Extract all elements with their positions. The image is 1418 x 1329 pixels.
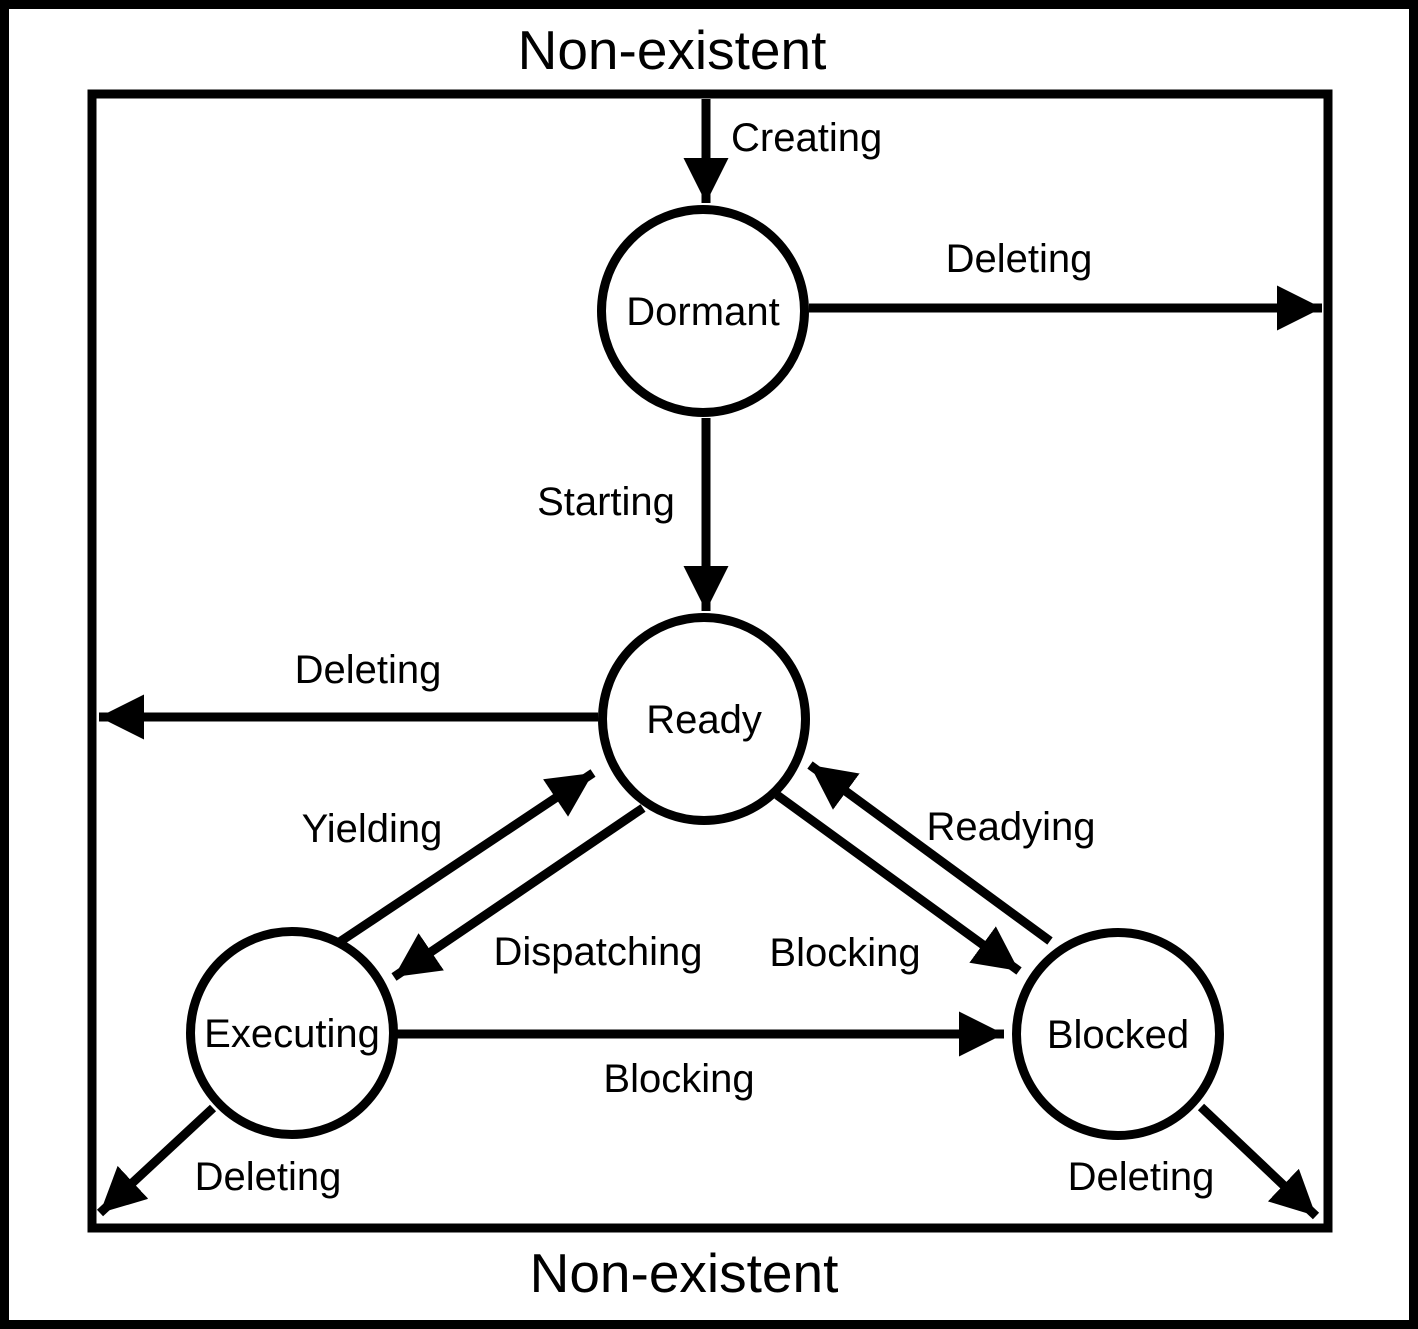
transition-label-deleting-executing: Deleting: [195, 1155, 342, 1199]
transition-deleting-executing-arrow: [96, 1104, 217, 1217]
state-node-blocked: [1012, 928, 1224, 1140]
non-existent-label-bottom: Non-existent: [530, 1242, 839, 1304]
transition-readying-arrow: [807, 761, 1053, 945]
state-label-executing: Executing: [204, 1012, 380, 1056]
non-existent-label-top: Non-existent: [518, 19, 827, 81]
transition-label-deleting-ready: Deleting: [295, 648, 442, 692]
state-node-executing: [186, 927, 398, 1139]
state-label-blocked: Blocked: [1047, 1013, 1189, 1057]
state-label-ready: Ready: [646, 698, 762, 742]
transition-deleting-blocked-arrow: [1197, 1103, 1320, 1220]
transition-label-blocking-executing: Blocking: [603, 1057, 754, 1101]
transition-label-creating: Creating: [731, 116, 882, 160]
state-label-dormant: Dormant: [626, 290, 779, 334]
inner-boundary-box: [87, 89, 1333, 1233]
state-node-ready: [598, 613, 810, 825]
transition-label-dispatching: Dispatching: [493, 930, 702, 974]
transition-label-deleting-dormant: Deleting: [946, 237, 1093, 281]
transition-dispatching-arrow: [391, 804, 646, 981]
transition-label-starting: Starting: [537, 480, 675, 524]
state-node-dormant: [597, 205, 809, 417]
transition-label-blocking-ready: Blocking: [769, 931, 920, 975]
transition-label-readying: Readying: [926, 805, 1095, 849]
transition-label-deleting-blocked: Deleting: [1068, 1155, 1215, 1199]
transition-label-yielding: Yielding: [302, 807, 443, 851]
transition-blocking-ready-arrow: [774, 791, 1022, 975]
transition-yielding-arrow: [335, 769, 596, 947]
